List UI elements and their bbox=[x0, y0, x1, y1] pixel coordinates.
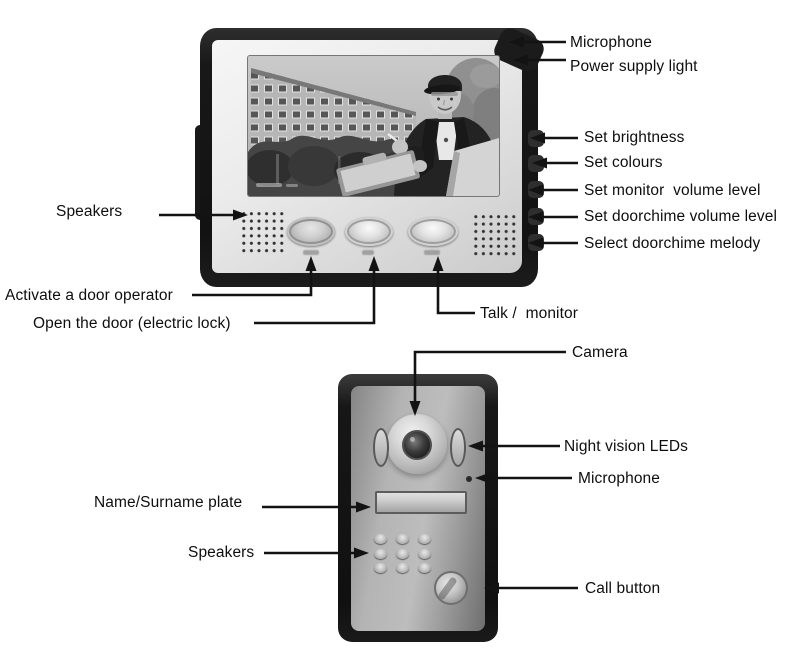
arrow-open-door bbox=[254, 256, 380, 325]
door-speaker-hole bbox=[418, 534, 431, 544]
label-call-button: Call button bbox=[585, 580, 661, 597]
talk-monitor-button bbox=[408, 217, 458, 246]
call-button bbox=[434, 571, 468, 605]
label-door-speakers: Speakers bbox=[188, 544, 255, 561]
monitor-screen bbox=[247, 55, 500, 197]
label-set-doorchime-volume: Set doorchime volume level bbox=[584, 208, 777, 225]
arrow-set-doorchime-volume bbox=[528, 211, 578, 223]
camera-lens bbox=[402, 430, 432, 460]
label-talk-monitor: Talk / monitor bbox=[480, 305, 578, 322]
door-operator-button bbox=[287, 217, 335, 246]
arrow-set-monitor-volume bbox=[528, 184, 578, 196]
label-open-door: Open the door (electric lock) bbox=[33, 315, 231, 332]
arrow-activate-door-operator bbox=[192, 256, 317, 297]
label-night-vision-leds: Night vision LEDs bbox=[564, 438, 689, 455]
arrow-monitor-speakers bbox=[159, 209, 248, 221]
label-set-brightness: Set brightness bbox=[584, 129, 685, 146]
name-surname-plate bbox=[375, 491, 467, 514]
label-monitor-speakers: Speakers bbox=[56, 203, 123, 220]
arrow-night-vision-leds bbox=[468, 440, 560, 452]
arrow-door-microphone bbox=[475, 472, 572, 484]
label-activate-door-operator: Activate a door operator bbox=[5, 287, 173, 304]
arrow-set-colours bbox=[532, 157, 578, 169]
arrow-camera bbox=[409, 350, 566, 416]
open-door-button bbox=[345, 217, 393, 246]
door-speaker-hole bbox=[396, 549, 409, 559]
door-speaker-hole bbox=[396, 534, 409, 544]
name-plate-window bbox=[377, 493, 465, 512]
monitor-speaker-grille-left bbox=[238, 209, 286, 254]
door-speaker-hole bbox=[418, 549, 431, 559]
label-select-doorchime-melody: Select doorchime melody bbox=[584, 235, 761, 252]
arrow-call-button bbox=[484, 582, 578, 594]
arrow-select-doorchime-melody bbox=[528, 237, 578, 249]
label-set-colours: Set colours bbox=[584, 154, 663, 171]
door-speaker-hole bbox=[374, 549, 387, 559]
label-monitor-microphone: Microphone bbox=[570, 34, 652, 51]
door-speaker-hole bbox=[374, 563, 387, 573]
arrow-monitor-microphone bbox=[509, 36, 566, 48]
clipboard bbox=[336, 150, 420, 196]
arrow-set-brightness bbox=[530, 132, 578, 144]
arrow-door-speakers bbox=[264, 547, 369, 559]
label-power-supply-light: Power supply light bbox=[570, 58, 698, 75]
button-caption-mark bbox=[362, 250, 374, 255]
button-caption-mark bbox=[303, 250, 319, 255]
arrow-talk-monitor bbox=[432, 256, 475, 315]
door-microphone-hole bbox=[466, 476, 472, 482]
screen-photo bbox=[248, 56, 499, 196]
door-speaker-hole bbox=[418, 563, 431, 573]
door-speaker-hole bbox=[374, 534, 387, 544]
visitor-man bbox=[336, 75, 499, 196]
door-speaker-hole bbox=[396, 563, 409, 573]
night-vision-led-right bbox=[450, 428, 466, 467]
monitor-speaker-grille-right bbox=[470, 212, 518, 257]
label-door-microphone: Microphone bbox=[578, 470, 660, 487]
arrow-name-plate bbox=[262, 501, 371, 513]
label-set-monitor-volume: Set monitor volume level bbox=[584, 182, 761, 199]
night-vision-led-left bbox=[373, 428, 389, 467]
button-caption-mark bbox=[424, 250, 440, 255]
label-name-plate: Name/Surname plate bbox=[94, 494, 243, 511]
arrow-power-supply-light bbox=[513, 54, 566, 66]
apartment-building bbox=[251, 68, 416, 152]
label-camera: Camera bbox=[572, 344, 628, 361]
